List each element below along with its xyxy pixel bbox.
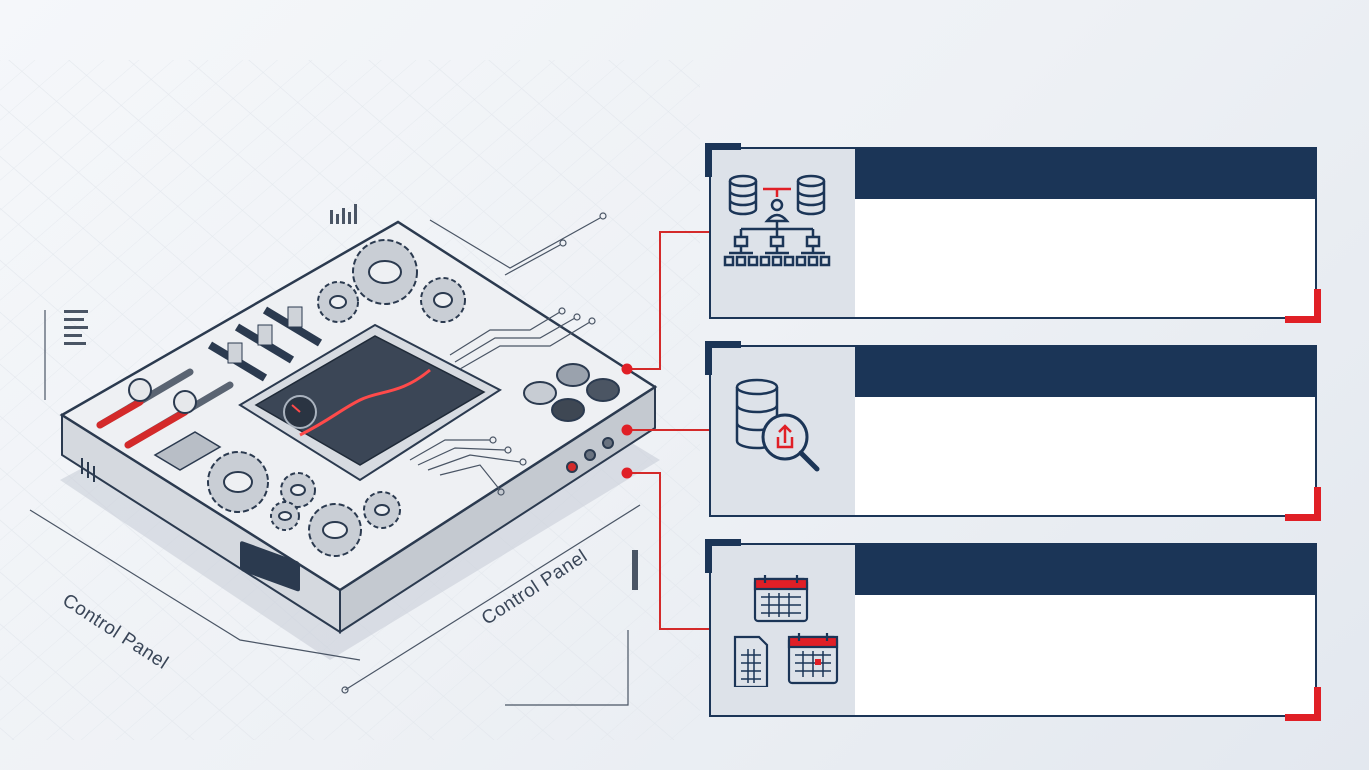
- corner-accent: [705, 539, 741, 573]
- info-card-2: [705, 341, 1321, 521]
- bar-graphic: [64, 204, 638, 590]
- display-slot: [240, 541, 300, 592]
- vent-icon: [81, 458, 95, 482]
- gear-icons: [207, 239, 466, 557]
- database-search-upload-icon: [735, 378, 820, 472]
- corner-accent: [705, 143, 741, 177]
- toggle-switches: [523, 363, 620, 473]
- screen-waveform: [299, 368, 431, 437]
- card-icon-pane: [711, 545, 856, 715]
- circuit-traces: [29, 212, 641, 706]
- corner-accent: [1285, 487, 1321, 521]
- database-sync-hierarchy-icon: [723, 174, 831, 267]
- corner-accent: [705, 341, 741, 375]
- connector-dot: [621, 467, 633, 479]
- card-icon-pane: [711, 149, 856, 317]
- corner-accent: [1285, 687, 1321, 721]
- card-icon-pane: [711, 347, 856, 515]
- info-card-3: [705, 539, 1321, 721]
- card-body: [855, 397, 1315, 515]
- slider-controls: [96, 306, 323, 471]
- connector-dot: [621, 424, 633, 436]
- calendar-spreadsheet-icon: [733, 575, 839, 687]
- card-header: [855, 545, 1315, 595]
- connector-dot: [621, 363, 633, 375]
- card-header: [855, 149, 1315, 199]
- screen: [254, 335, 486, 466]
- info-card-1: [705, 143, 1321, 323]
- card-header: [855, 347, 1315, 397]
- corner-accent: [1285, 289, 1321, 323]
- card-body: [855, 595, 1315, 715]
- card-body: [855, 199, 1315, 317]
- connector-lines: [627, 231, 709, 630]
